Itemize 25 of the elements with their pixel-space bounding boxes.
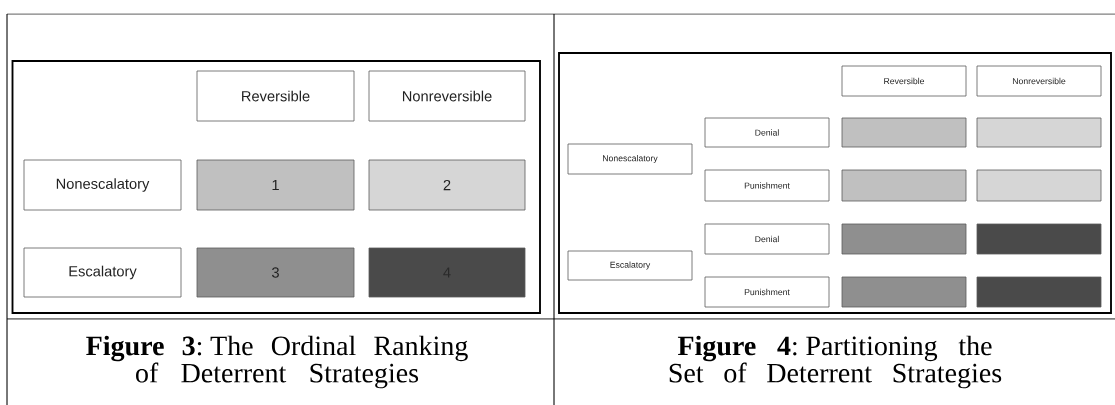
ranking-cell: 2 xyxy=(368,159,526,211)
column-header: Reversible xyxy=(841,65,967,97)
strategy-cell xyxy=(976,223,1102,255)
column-header: Reversible xyxy=(196,70,355,122)
row-label: Escalatory xyxy=(567,250,693,281)
column-header: Nonreversible xyxy=(976,65,1102,97)
column-header: Nonreversible xyxy=(368,70,526,122)
row-label: Escalatory xyxy=(23,247,182,298)
row-label: Punishment xyxy=(704,276,830,308)
row-label: Nonescalatory xyxy=(23,159,182,211)
strategy-cell xyxy=(976,276,1102,308)
strategy-cell xyxy=(976,117,1102,148)
row-label: Nonescalatory xyxy=(567,143,693,175)
row-label: Denial xyxy=(704,117,830,148)
row-label: Denial xyxy=(704,223,830,255)
row-label: Punishment xyxy=(704,169,830,202)
strategy-cell xyxy=(841,169,967,202)
ranking-cell: 3 xyxy=(196,247,355,298)
ranking-cell: 1 xyxy=(196,159,355,211)
strategy-cell xyxy=(841,117,967,148)
strategy-cell xyxy=(841,276,967,308)
figure-caption: Figure 3: The Ordinal Ranking of Deterrent Strategies xyxy=(86,335,468,389)
strategy-cell xyxy=(976,169,1102,202)
strategy-cell xyxy=(841,223,967,255)
figure-caption: Figure 4: Partitioning the Set of Deterrent Strategies xyxy=(669,335,1002,389)
